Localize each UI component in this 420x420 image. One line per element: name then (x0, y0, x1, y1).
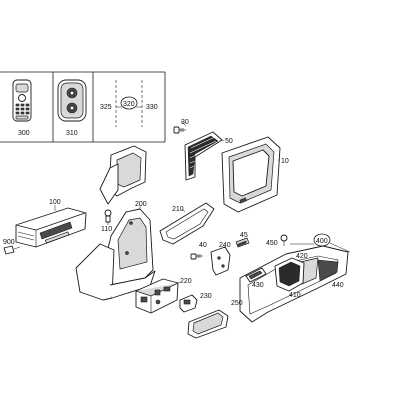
trim-plate-250-part (187, 309, 229, 339)
callout-10: 10 (281, 158, 289, 165)
speaker-grille-part (184, 131, 225, 181)
callout-45: 45 (240, 232, 248, 239)
callout-210: 210 (172, 206, 184, 213)
callout-300: 300 (18, 130, 30, 137)
callout-450: 450 (266, 240, 278, 247)
callout-320: 320 (123, 101, 135, 108)
remote-control-part (12, 79, 32, 122)
callout-430: 430 (252, 282, 264, 289)
speaker-module-part (274, 257, 305, 292)
callout-40: 40 (199, 242, 207, 249)
screw-40-part (190, 253, 203, 260)
callout-220: 220 (180, 278, 192, 285)
callout-440: 440 (332, 282, 344, 289)
electronics-module-part (135, 278, 181, 314)
headphone-holder-part (57, 79, 87, 122)
connector-900-part (3, 245, 21, 255)
screw-450-part (280, 234, 288, 246)
screw-30-part (173, 120, 187, 134)
callout-30: 30 (181, 119, 189, 126)
callout-900: 900 (3, 239, 15, 246)
callout-200: 200 (135, 201, 147, 208)
callout-50: 50 (225, 138, 233, 145)
inset-frame (0, 71, 166, 143)
housing-upper-part (99, 145, 147, 205)
display-monitor-part (221, 136, 281, 213)
bracket-240-part (210, 246, 231, 276)
clip-110-part (104, 209, 112, 225)
group-320-marker (115, 80, 143, 127)
callout-230: 230 (200, 293, 212, 300)
bezel-frame-part (159, 202, 215, 245)
callout-420: 420 (296, 253, 308, 260)
callout-325: 325 (100, 104, 112, 111)
callout-310: 310 (66, 130, 78, 137)
headrest-housing-part (75, 205, 156, 301)
player-unit-part (15, 205, 87, 248)
callout-250: 250 (231, 300, 243, 307)
callout-110: 110 (101, 226, 112, 233)
callout-240: 240 (219, 242, 231, 249)
button-bar-part (245, 267, 267, 283)
connector-45-part (235, 237, 250, 248)
callout-330: 330 (146, 104, 158, 111)
small-part-230 (179, 294, 198, 313)
callout-100: 100 (49, 199, 61, 206)
callout-410: 410 (289, 292, 301, 299)
callout-400: 400 (316, 238, 328, 245)
